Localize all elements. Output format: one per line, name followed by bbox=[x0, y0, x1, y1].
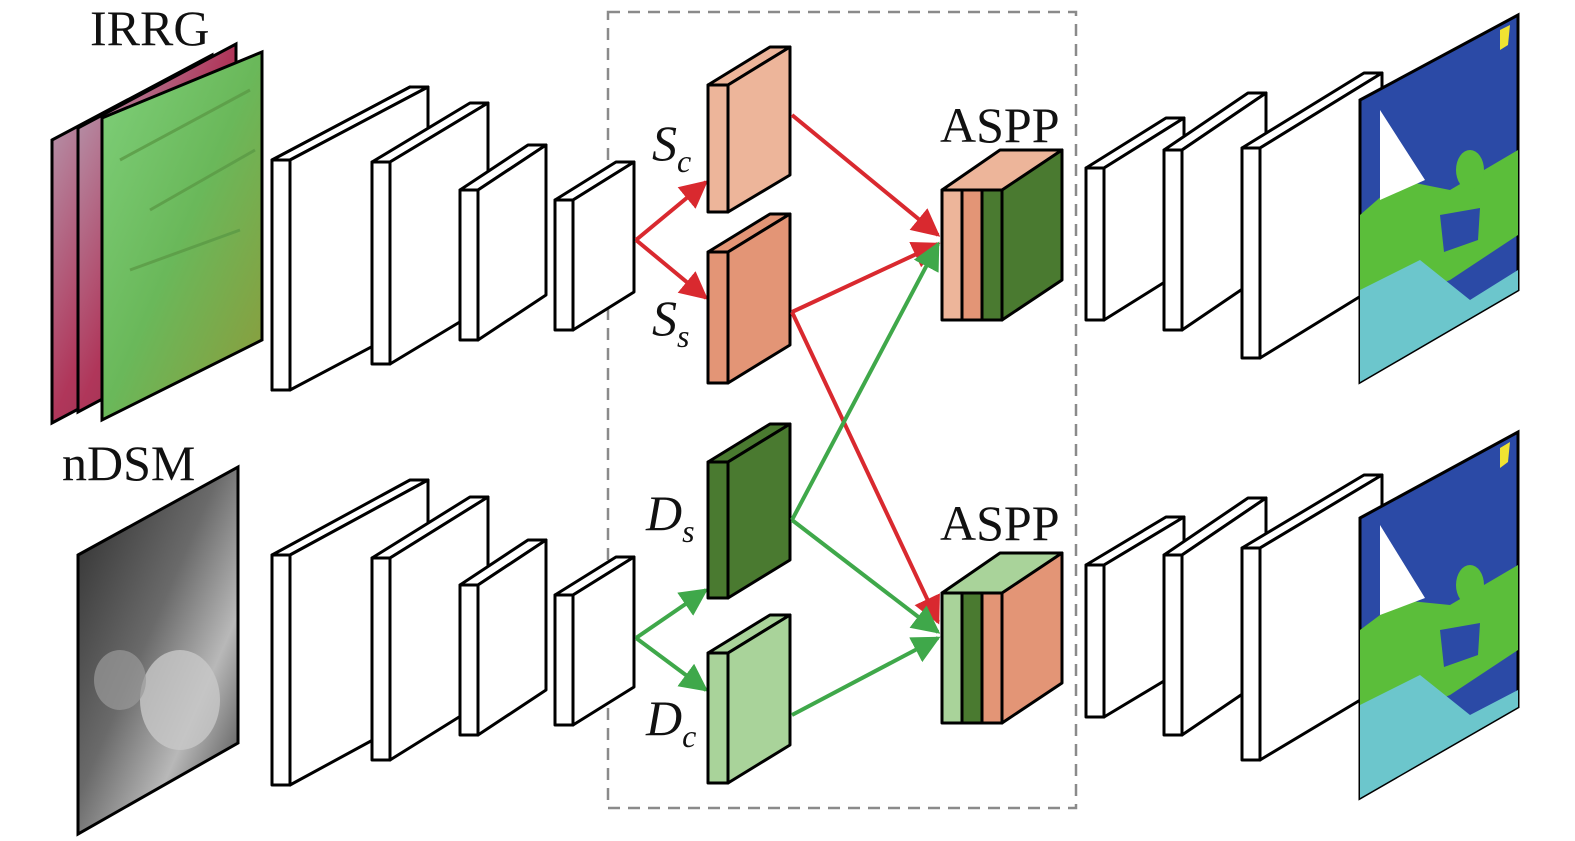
irrg-label: IRRG bbox=[90, 0, 209, 56]
ndsm-input-icon bbox=[76, 464, 240, 837]
dc-label: Dc bbox=[645, 690, 696, 754]
encoder-layer bbox=[553, 160, 636, 332]
decoder-layer bbox=[1240, 71, 1384, 360]
fusion-arrows-green bbox=[790, 241, 941, 717]
segmentation-map-top-icon bbox=[1358, 12, 1520, 385]
ndsm-label: nDSM bbox=[62, 435, 195, 491]
ss-label: Ss bbox=[652, 290, 689, 354]
fusion-region-frame bbox=[606, 10, 1078, 810]
aspp-block-bottom bbox=[940, 551, 1064, 725]
depth-decoder bbox=[1084, 473, 1384, 762]
aspp-bottom-label: ASPP bbox=[940, 495, 1060, 551]
segmentation-map-bottom-icon bbox=[1358, 429, 1520, 801]
encoder-layer bbox=[458, 143, 548, 342]
rgb-decoder bbox=[1084, 71, 1384, 360]
dc-feature-block bbox=[706, 613, 792, 785]
depth-encoder bbox=[270, 478, 636, 787]
decoder-layer bbox=[1240, 473, 1384, 762]
ds-feature-block bbox=[706, 422, 792, 600]
aspp-block-top bbox=[940, 148, 1064, 322]
encoder-layer bbox=[553, 555, 636, 727]
bottom-split-arrows bbox=[634, 588, 709, 692]
ss-feature-block bbox=[706, 212, 792, 385]
irrg-input-stack-icon bbox=[50, 41, 264, 426]
aspp-top-label: ASPP bbox=[940, 97, 1060, 153]
fusion-arrows-red bbox=[790, 113, 941, 625]
ds-label: Ds bbox=[645, 485, 695, 549]
sc-label: Sc bbox=[652, 115, 691, 179]
top-split-arrows bbox=[634, 180, 709, 300]
rgb-encoder bbox=[270, 85, 636, 392]
sc-feature-block bbox=[706, 45, 792, 214]
encoder-layer bbox=[458, 538, 548, 737]
